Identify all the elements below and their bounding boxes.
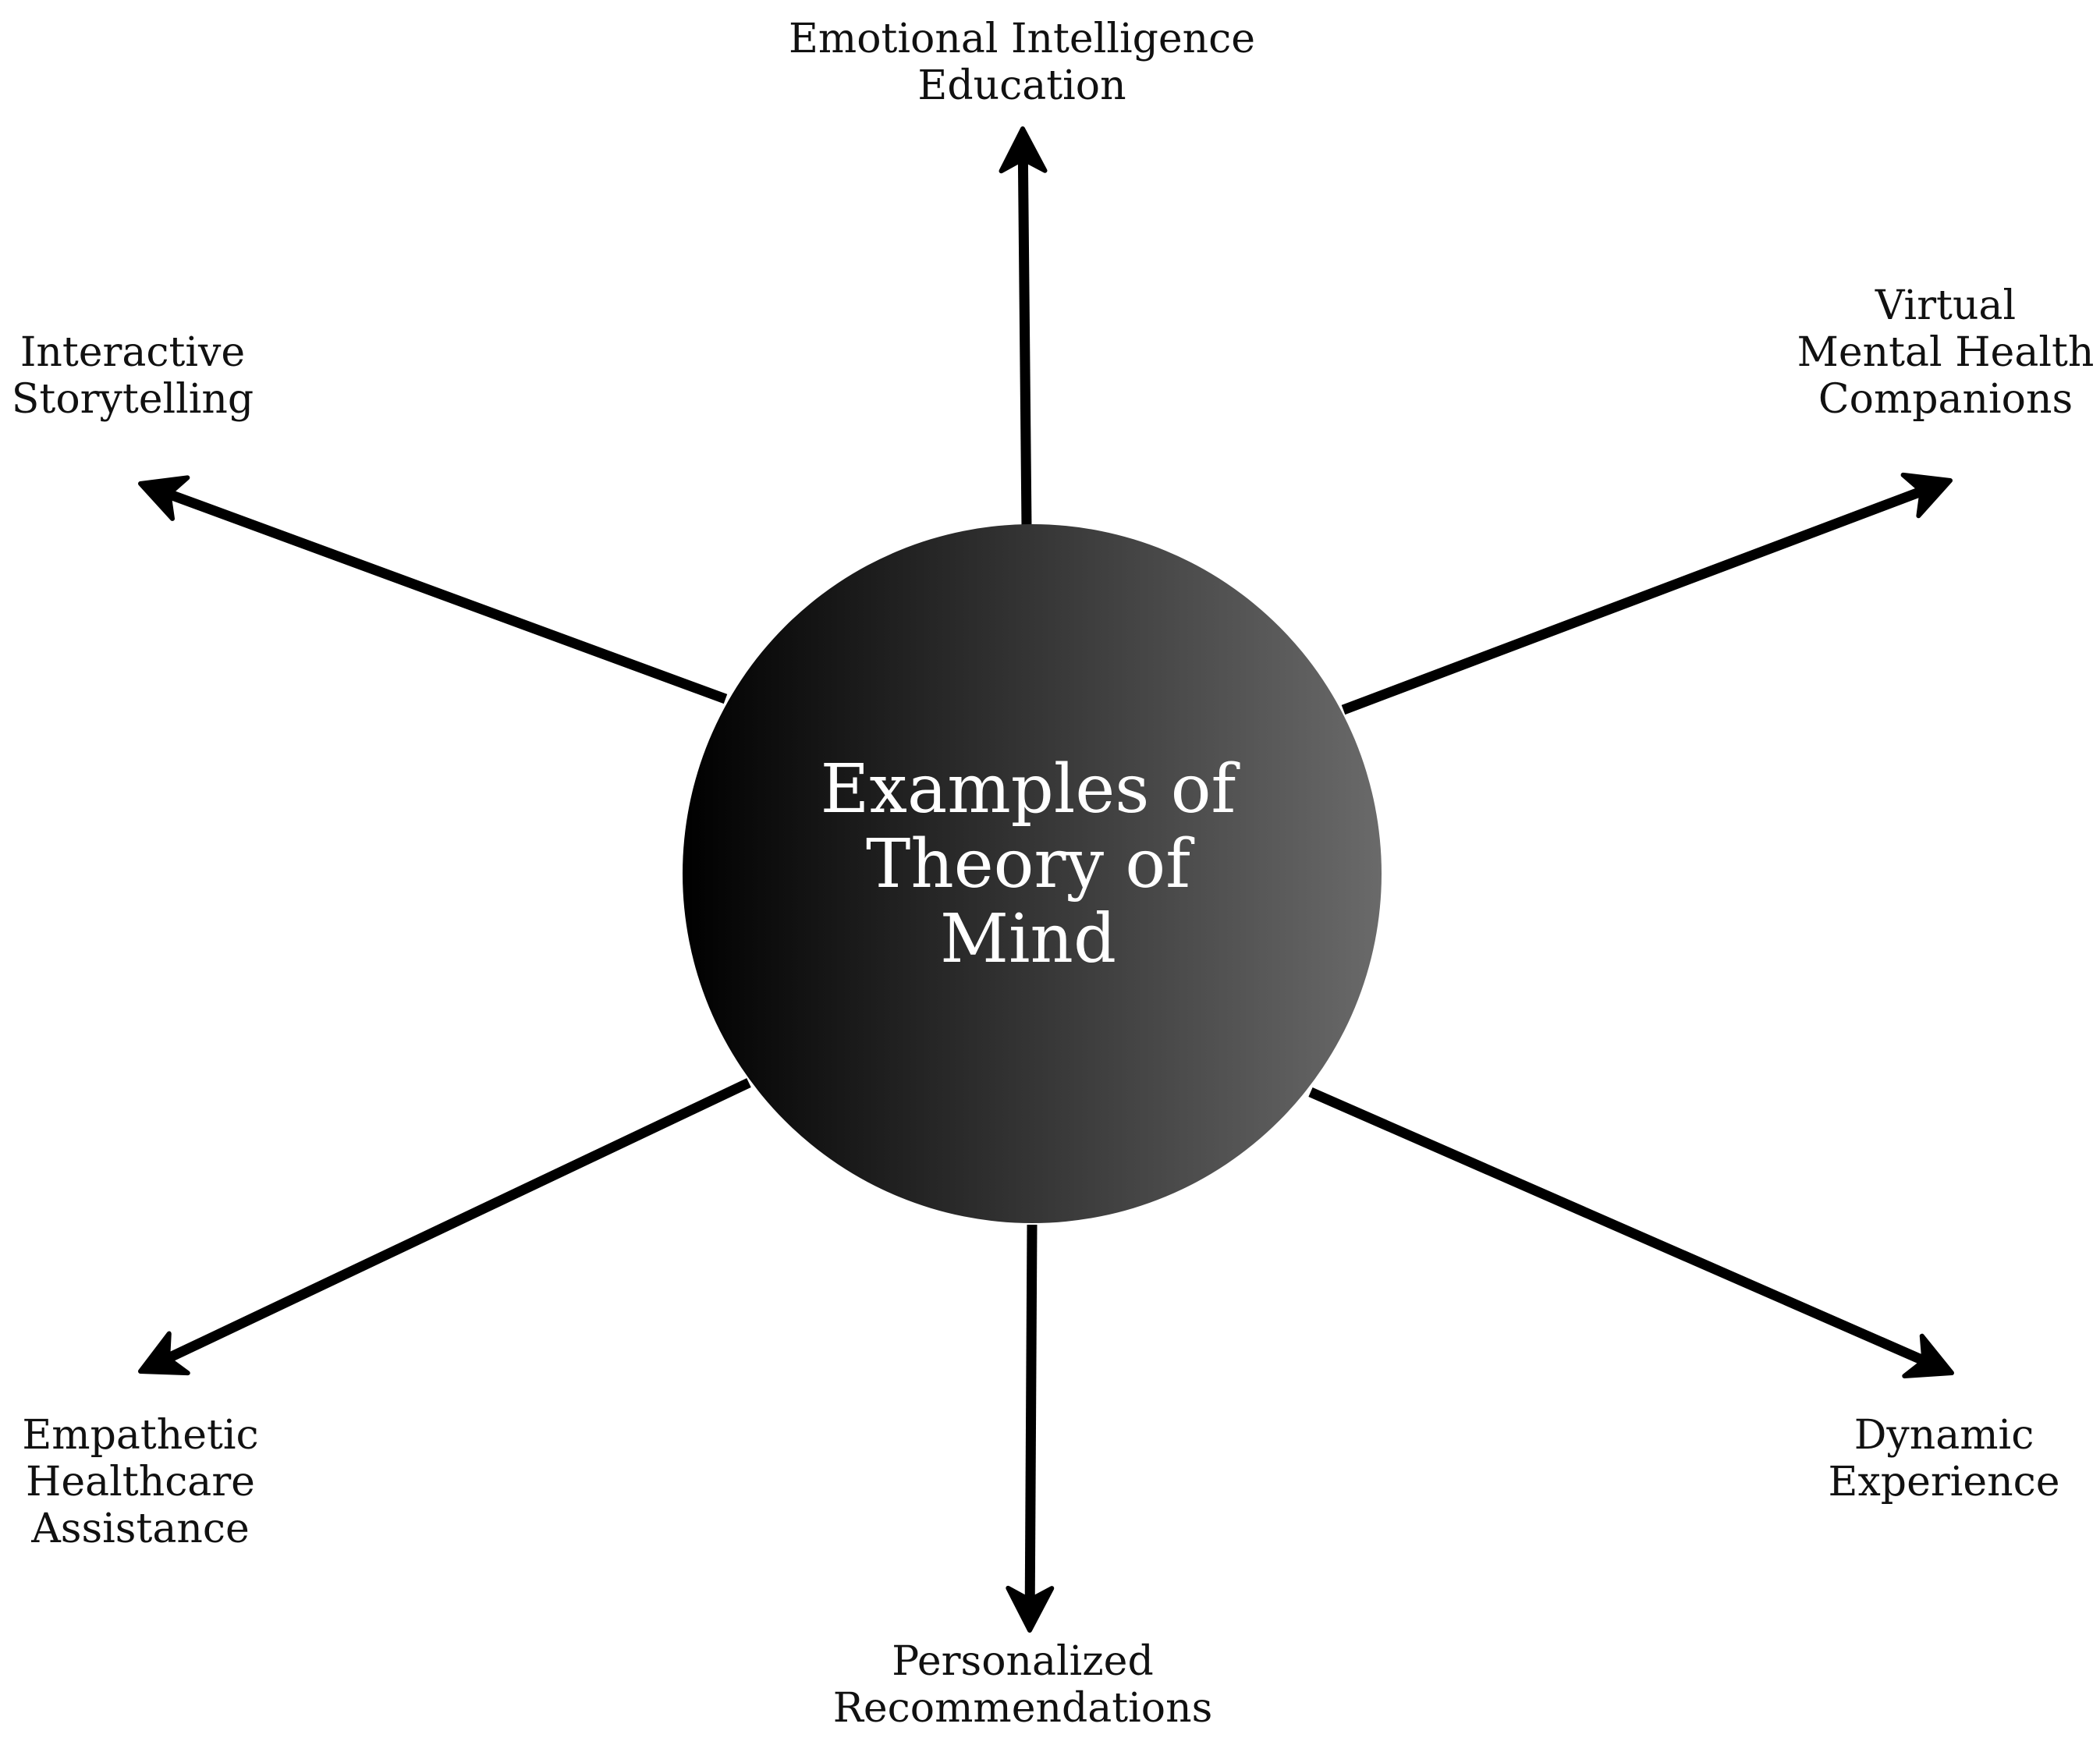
branch-label-line: Virtual (1875, 282, 2017, 329)
branch-label-line: Assistance (31, 1506, 250, 1552)
arrowhead-icon-virtual-mental-health-companions (1900, 472, 1953, 519)
arrowhead-icon-interactive-storytelling (138, 475, 190, 521)
branch-label-line: Empathetic (22, 1412, 259, 1459)
arrow-line-personalized-recommendations (1024, 1224, 1038, 1601)
center-label-line: Mind (939, 900, 1117, 978)
arrow-line-emotional-intelligence-education (1017, 158, 1032, 528)
arrowhead-icon-dynamic-experience (1902, 1333, 1954, 1378)
arrow-line-dynamic-experience (1308, 1087, 1927, 1366)
branch-label-line: Dynamic (1853, 1412, 2034, 1459)
arrowhead-icon-empathetic-healthcare-assistance (138, 1331, 190, 1376)
branch-label-line: Education (917, 62, 1126, 109)
branch-label-line: Companions (1818, 376, 2073, 423)
center-label-line: Theory of (865, 825, 1191, 903)
arrowhead-icon-personalized-recommendations (1006, 1585, 1055, 1633)
center-hub-circle (683, 524, 1382, 1223)
branch-label-line: Recommendations (832, 1685, 1213, 1732)
branch-label-line: Mental Health (1797, 329, 2095, 376)
branch-label-line: Healthcare (26, 1459, 255, 1506)
branch-label-line: Interactive (20, 329, 246, 376)
center-label-line: Examples of (820, 750, 1236, 828)
branch-label-line: Emotional Intelligence (788, 16, 1256, 62)
branch-label-line: Personalized (892, 1638, 1154, 1685)
branch-label-line: Experience (1828, 1459, 2060, 1506)
arrow-line-interactive-storytelling (166, 488, 728, 704)
arrow-line-empathetic-healthcare-assistance (165, 1078, 751, 1364)
arrow-line-virtual-mental-health-companions (1341, 486, 1924, 715)
arrowhead-icon-emotional-intelligence-education (999, 126, 1048, 174)
arrows-layer (138, 126, 1954, 1633)
branch-label-line: Storytelling (11, 376, 254, 423)
